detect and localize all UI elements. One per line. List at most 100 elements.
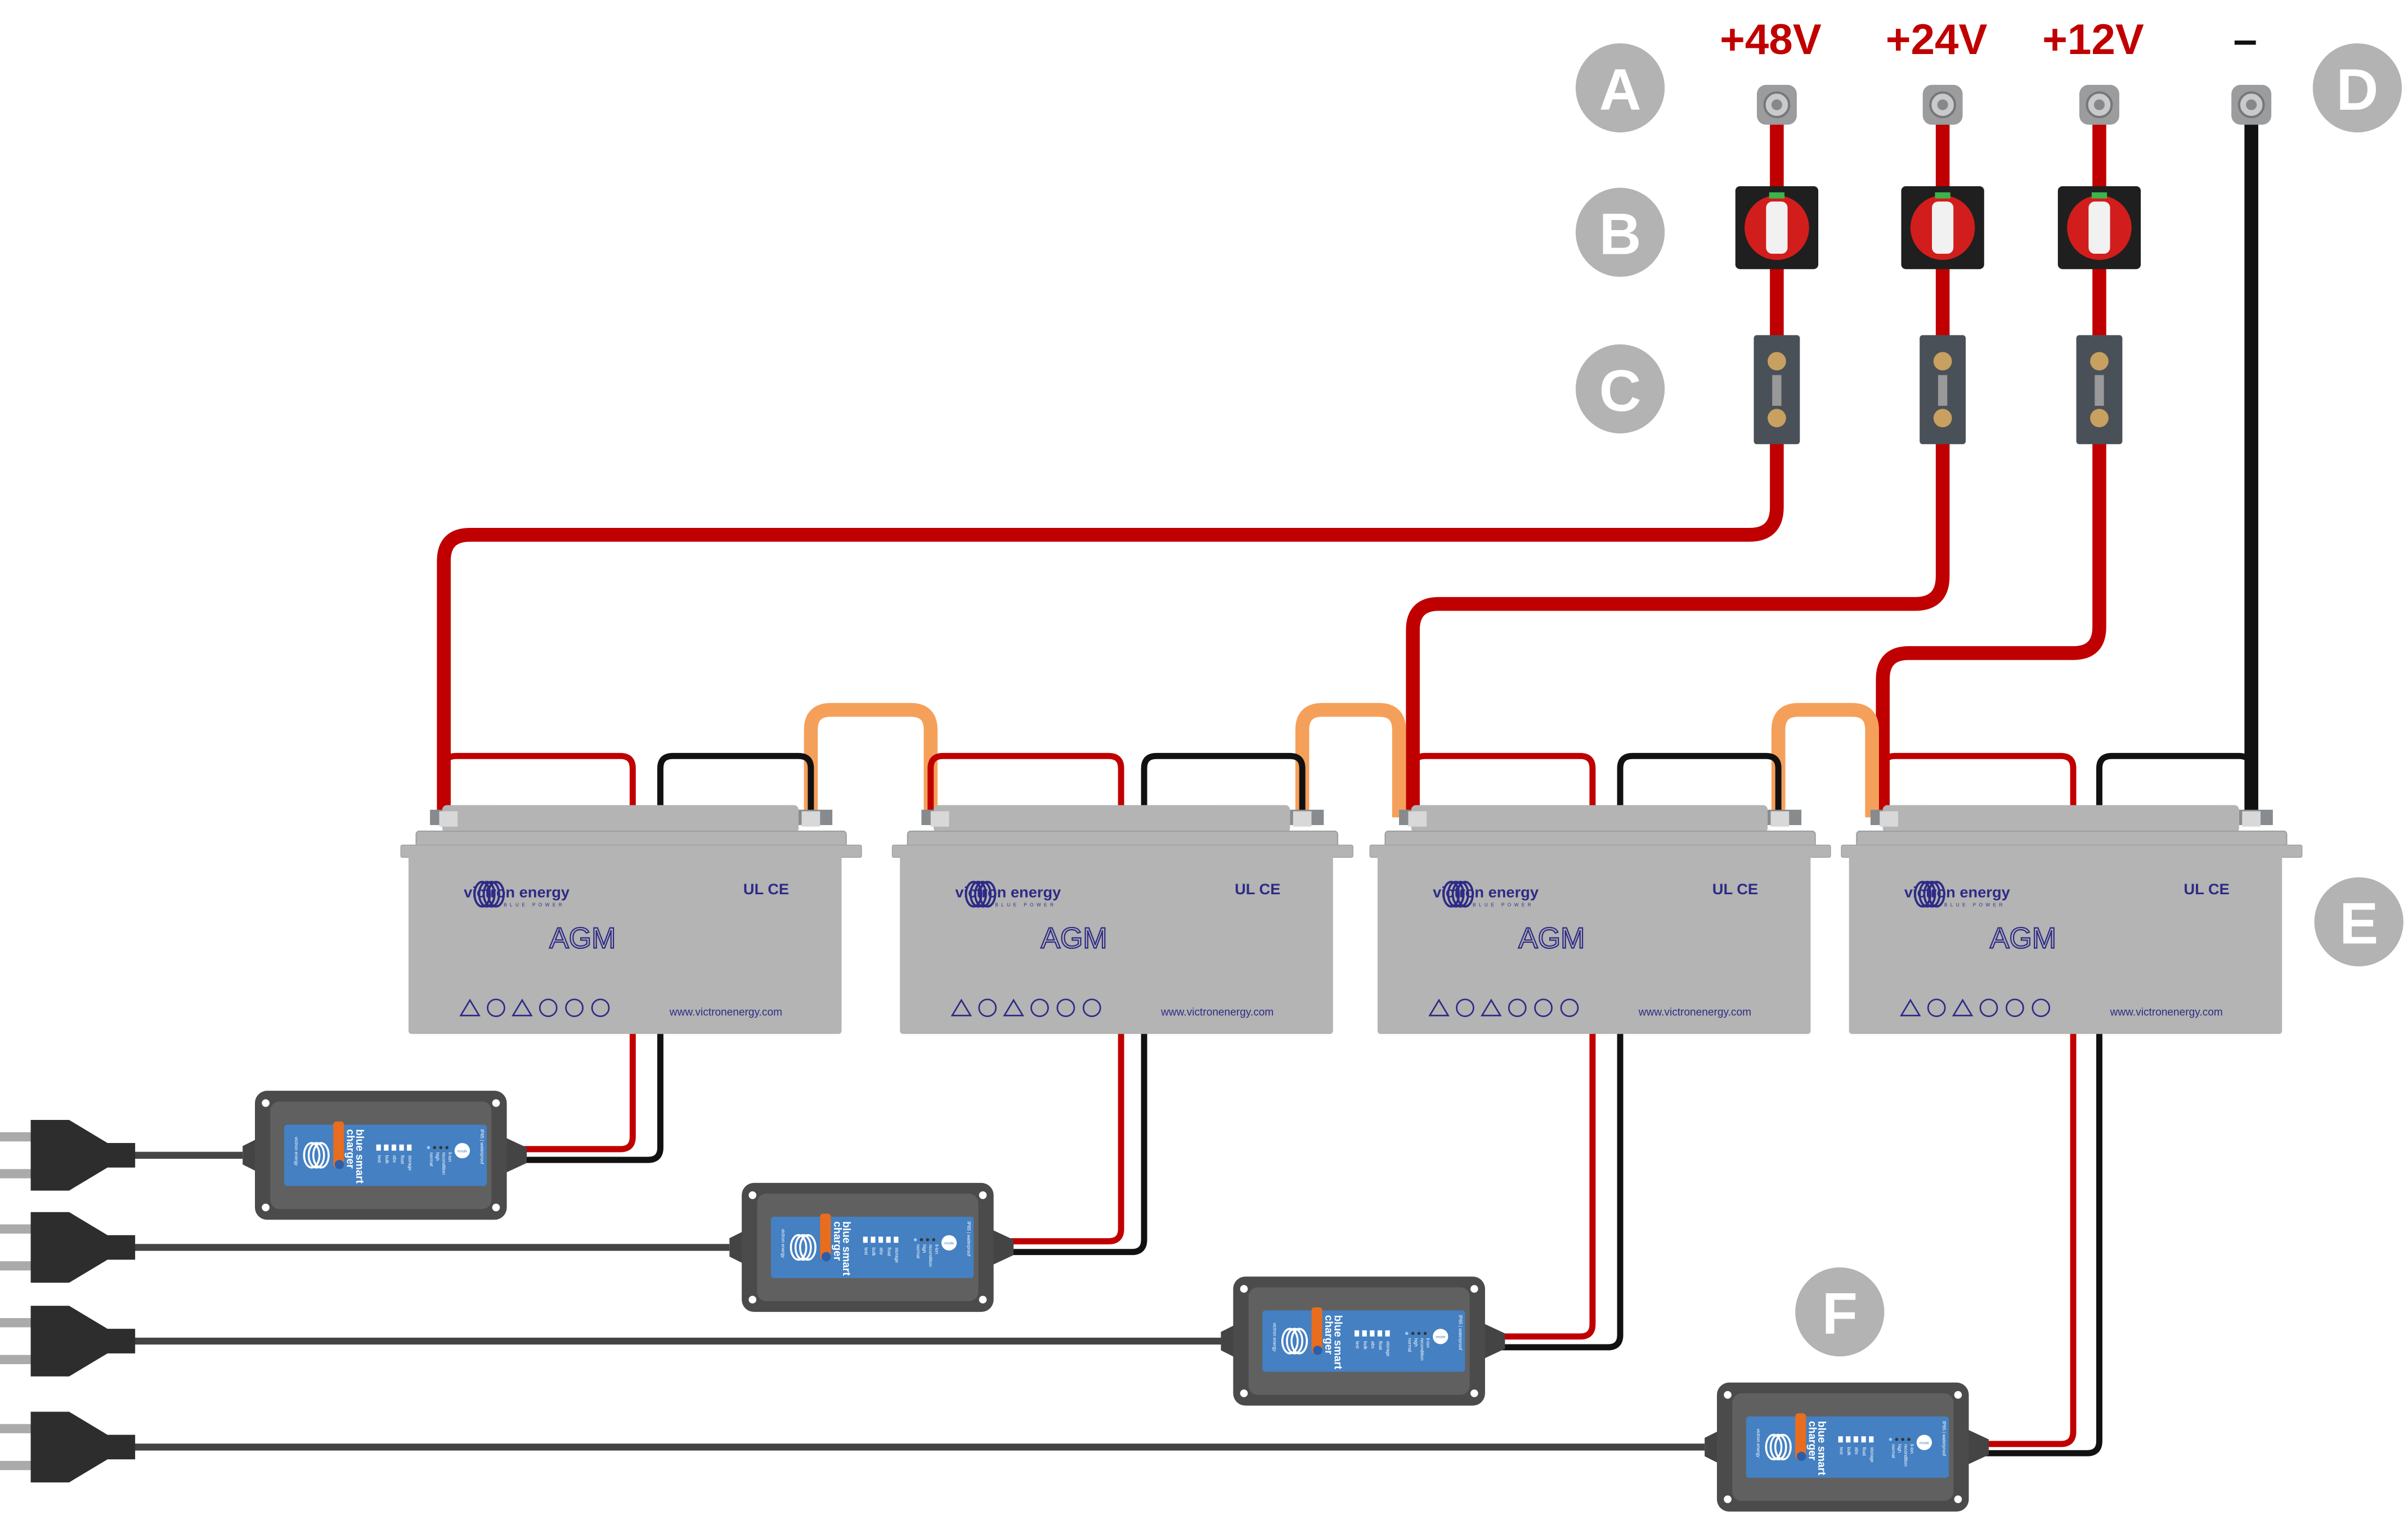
mode-label: normal <box>1891 1444 1896 1458</box>
mode-led-icon <box>1411 1332 1415 1335</box>
certification-marks: UL CE <box>2184 880 2230 898</box>
mode-label: normal <box>429 1152 434 1166</box>
fuse-holder <box>1754 335 1800 445</box>
led-label: abs <box>1370 1341 1375 1348</box>
mode-label: high <box>1413 1338 1418 1347</box>
led-label: test <box>1838 1447 1844 1455</box>
mode-led-icon <box>1895 1437 1898 1441</box>
battery-type: AGM <box>549 921 616 954</box>
mode-label: recondition <box>928 1244 933 1267</box>
mode-button[interactable] <box>941 1235 957 1250</box>
mode-label: li-ion <box>1909 1444 1914 1454</box>
charger-name-line2: charger <box>344 1129 356 1169</box>
battery-url: www.victronenergy.com <box>1160 1006 1273 1018</box>
bluetooth-icon <box>1796 1451 1806 1461</box>
victron-logo-icon <box>1442 881 1474 908</box>
callout-c: C <box>1575 344 1665 434</box>
mode-label: recondition <box>1419 1338 1424 1361</box>
mode-button[interactable] <box>454 1142 470 1159</box>
charger-brand: victron energy <box>294 1137 299 1166</box>
battery-type: AGM <box>1041 921 1107 954</box>
led-label: storage <box>407 1155 412 1171</box>
status-led-icon <box>1853 1436 1859 1443</box>
battery-url: www.victronenergy.com <box>2110 1006 2223 1018</box>
victron-logo-icon <box>1765 1433 1792 1460</box>
certification-marks: UL CE <box>1235 880 1280 898</box>
led-label: float <box>400 1155 405 1164</box>
mode-label: high <box>1897 1444 1902 1453</box>
mode-button[interactable] <box>1916 1435 1932 1450</box>
safety-icons <box>1428 998 1579 1018</box>
status-led-icon <box>863 1236 868 1243</box>
status-led-icon <box>1370 1330 1375 1337</box>
callout-e: E <box>2314 877 2403 967</box>
charger-positive-lead <box>1880 752 2077 1447</box>
bus-voltage-label: +24V <box>1886 16 1988 64</box>
led-label: storage <box>894 1248 899 1263</box>
bus-voltage-label: +12V <box>2042 16 2144 64</box>
status-led-icon <box>1385 1330 1390 1337</box>
led-label: abs <box>1854 1447 1859 1454</box>
victron-logo-icon <box>473 881 505 908</box>
callout-letter: A <box>1599 57 1642 122</box>
certification-marks: UL CE <box>743 880 789 898</box>
led-label: bulk <box>384 1155 389 1164</box>
callout-letter: D <box>2336 57 2378 122</box>
led-label: bulk <box>1846 1447 1851 1456</box>
bus-voltage-label: – <box>2233 16 2257 64</box>
victron-logo-icon <box>790 1234 817 1261</box>
callout-letter: F <box>1822 1281 1858 1346</box>
battery-tagline: BLUE POWER <box>995 903 1056 908</box>
mode-label: li-ion <box>934 1244 939 1254</box>
led-label: float <box>1862 1447 1867 1456</box>
callout-d: D <box>2312 43 2402 133</box>
certification-marks: UL CE <box>1712 880 1758 898</box>
status-led-icon <box>376 1144 381 1151</box>
series-link <box>1295 703 1406 818</box>
charger-rating: IP65 | waterproof <box>1458 1315 1463 1351</box>
mode-led-icon <box>1901 1437 1904 1441</box>
led-label: bulk <box>871 1248 876 1257</box>
mode-label: mode <box>1920 1441 1929 1445</box>
victron-logo-icon <box>1914 881 1945 908</box>
callout-letter: C <box>1599 358 1642 423</box>
mains-plug-icon <box>0 1212 136 1283</box>
mode-led-icon <box>433 1146 437 1149</box>
battery-isolator-switch[interactable] <box>1901 186 1984 270</box>
battery-isolator-switch[interactable] <box>2057 186 2141 270</box>
mode-led-icon <box>926 1238 930 1241</box>
mains-plug-icon <box>0 1306 136 1377</box>
battery-type: AGM <box>1990 921 2056 954</box>
charger-positive-lead <box>927 752 1124 1245</box>
led-label: test <box>1355 1341 1360 1349</box>
mains-plug-icon <box>0 1411 136 1483</box>
safety-icons <box>1900 998 2051 1018</box>
mode-label: li-ion <box>1425 1338 1431 1348</box>
callout-letter: E <box>2339 891 2378 956</box>
led-label: test <box>863 1248 868 1256</box>
battery-url: www.victronenergy.com <box>669 1006 782 1018</box>
mode-button[interactable] <box>1433 1329 1449 1344</box>
wires <box>123 123 2258 1456</box>
mode-label: mode <box>458 1149 467 1153</box>
series-link <box>804 703 938 818</box>
victron-logo-icon <box>1281 1328 1308 1355</box>
mode-label: recondition <box>1903 1444 1908 1467</box>
charger-name-line2: charger <box>1322 1315 1334 1355</box>
charger-positive-lead <box>441 752 636 1153</box>
status-led-icon <box>399 1144 404 1151</box>
battery-isolator-switch[interactable] <box>1735 186 1819 270</box>
mode-label: normal <box>916 1244 921 1258</box>
led-label: float <box>1378 1341 1383 1350</box>
charger-brand: victron energy <box>1756 1429 1761 1458</box>
mode-led-icon <box>427 1146 431 1149</box>
battery-tagline: BLUE POWER <box>1944 903 2006 908</box>
mode-led-icon <box>913 1238 917 1241</box>
mode-led-icon <box>1405 1332 1409 1335</box>
